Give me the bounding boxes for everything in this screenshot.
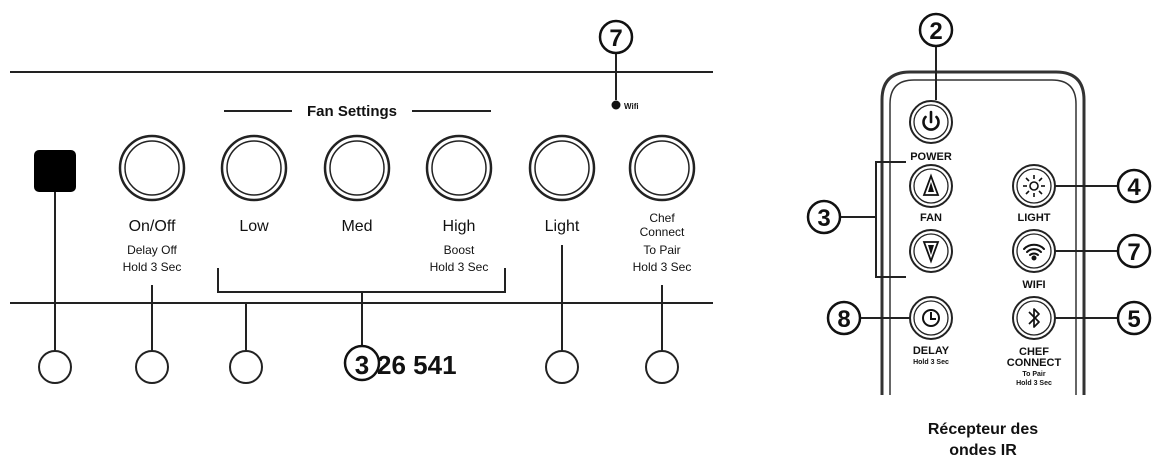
callout-circle-indicator <box>38 350 72 384</box>
remote-wifi-label: WIFI <box>1022 279 1045 291</box>
remote-chef-sub1: To Pair <box>1022 371 1045 378</box>
fan-high-label: High <box>443 218 476 235</box>
fan-low-label: Low <box>239 218 269 235</box>
wifi-remote-callout-circle <box>1116 233 1152 269</box>
light-label: Light <box>545 218 580 235</box>
on-off-button[interactable] <box>118 134 186 202</box>
code-callout-circle <box>343 344 381 382</box>
on-off-sub1: Delay Off <box>127 243 177 257</box>
callout-circle-light <box>545 350 579 384</box>
remote-fan-label: FAN <box>920 212 942 224</box>
ir-caption-line1: Récepteur des <box>928 421 1038 438</box>
callout-circle-chef <box>645 350 679 384</box>
fan-bracket <box>217 268 506 352</box>
bluetooth-icon <box>1028 308 1040 328</box>
fan-settings-label: Fan Settings <box>307 103 397 120</box>
sun-icon <box>1023 175 1045 197</box>
fan-high-sub2: Hold 3 Sec <box>430 260 489 274</box>
code-text: 26 541 <box>377 350 457 380</box>
chef-callout-number: 5 <box>1127 306 1140 333</box>
chef-callout-circle <box>1116 300 1152 336</box>
wifi-callout-circle <box>598 19 634 55</box>
ir-caption-line2: ondes IR <box>949 442 1017 459</box>
wifi-callout-number: 7 <box>609 25 622 52</box>
callout-circle-on-off <box>135 350 169 384</box>
fan-high-sub1: Boost <box>444 243 475 257</box>
triangle-down-icon <box>922 241 940 264</box>
remote-fan-bracket <box>875 161 906 278</box>
fan-med-label: Med <box>341 218 372 235</box>
on-off-label: On/Off <box>129 218 176 235</box>
remote-light-label: LIGHT <box>1018 212 1051 224</box>
remote-power-label: POWER <box>910 151 952 163</box>
fan-high-button[interactable] <box>425 134 493 202</box>
light-callout-circle <box>1116 168 1152 204</box>
callout-circle-fan <box>229 350 263 384</box>
code-callout-number: 3 <box>355 350 369 380</box>
clock-icon <box>922 309 940 327</box>
power-callout-circle <box>918 12 954 48</box>
chef-connect-sub2: Hold 3 Sec <box>633 260 692 274</box>
remote-chef-label2: CONNECT <box>1007 357 1062 369</box>
wifi-icon <box>1023 243 1045 261</box>
on-off-sub2: Hold 3 Sec <box>123 260 182 274</box>
delay-callout-circle <box>826 300 862 336</box>
fan-med-button[interactable] <box>323 134 391 202</box>
chef-connect-label2: Connect <box>640 225 685 239</box>
remote-delay-sub: Hold 3 Sec <box>913 359 949 366</box>
wifi-indicator-label: Wifi <box>624 102 639 111</box>
power-icon <box>922 110 940 131</box>
ir-receiver-outline <box>880 70 1086 395</box>
remote-chef-label1: CHEF <box>1019 346 1049 358</box>
remote-chef-sub2: Hold 3 Sec <box>1016 380 1052 387</box>
fan-low-button[interactable] <box>220 134 288 202</box>
remote-delay-label: DELAY <box>913 345 950 357</box>
fan-callout-number: 3 <box>817 205 830 232</box>
wifi-indicator-dot <box>611 100 621 110</box>
triangle-up-icon <box>922 173 940 196</box>
status-indicator-light <box>34 150 76 192</box>
chef-connect-label1: Chef <box>649 211 675 225</box>
chef-connect-button[interactable] <box>628 134 696 202</box>
light-button[interactable] <box>528 134 596 202</box>
fan-callout-circle <box>806 199 842 235</box>
wifi-remote-callout-number: 7 <box>1127 239 1140 266</box>
light-callout-number: 4 <box>1127 174 1141 201</box>
power-callout-number: 2 <box>929 18 942 45</box>
delay-callout-number: 8 <box>837 306 850 333</box>
remote-light-button[interactable] <box>1012 164 1056 208</box>
chef-connect-sub1: To Pair <box>643 243 680 257</box>
remote-wifi-button[interactable] <box>1012 229 1056 273</box>
